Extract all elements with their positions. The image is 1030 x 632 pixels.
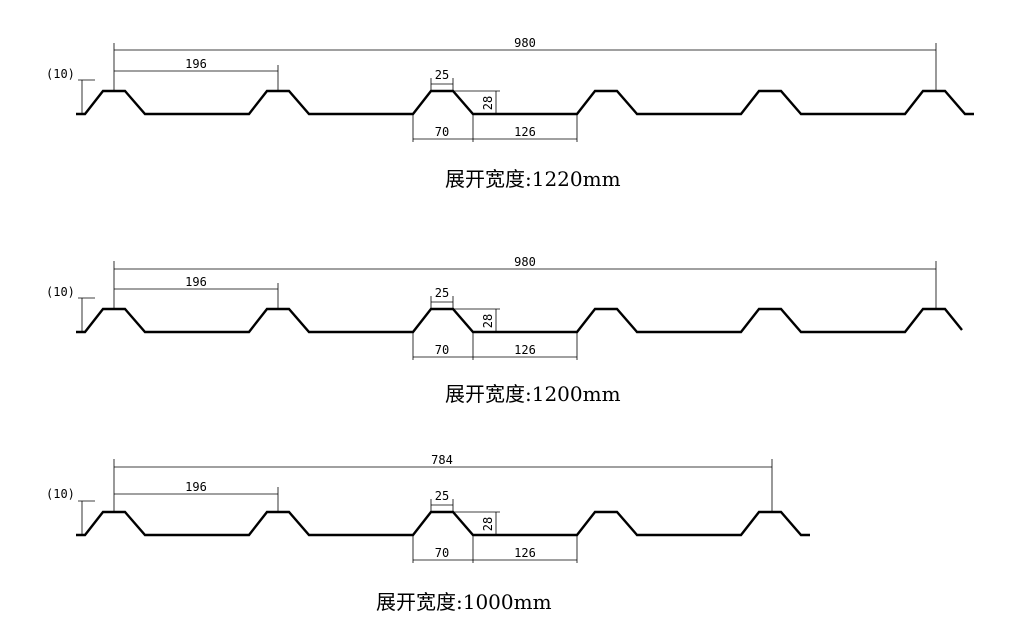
profile-1-height-dim: 28 bbox=[481, 96, 495, 110]
profile-2: 980 196 (10) 25 28 70 126 展开宽度:1200mm bbox=[46, 255, 963, 406]
profile-3-base-dim: 70 bbox=[435, 546, 449, 560]
profile-3-pitch-dim: 196 bbox=[185, 480, 207, 494]
profile-2-pitch-dim: 196 bbox=[185, 275, 207, 289]
profile-2-lip-dim: (10) bbox=[46, 285, 75, 299]
profile-2-outline bbox=[76, 307, 963, 334]
profile-3-trough-dim: 126 bbox=[514, 546, 536, 560]
profile-2-base-dim: 70 bbox=[435, 343, 449, 357]
profile-1-top-dim: 25 bbox=[435, 68, 449, 82]
profile-2-height-dim: 28 bbox=[481, 314, 495, 328]
profile-1: 980 196 (10) 25 28 70 126 展开宽度:1220mm bbox=[46, 36, 974, 191]
profile-2-overall-dim: 980 bbox=[514, 255, 536, 269]
profile-2-top-dim: 25 bbox=[435, 286, 449, 300]
profile-1-caption: 展开宽度:1220mm bbox=[445, 167, 621, 191]
profile-1-base-dim: 70 bbox=[435, 125, 449, 139]
profile-3-overall-dim: 784 bbox=[431, 453, 453, 467]
profile-3: 784 196 (10) 25 28 70 126 展开宽度:1000mm bbox=[46, 453, 810, 614]
profile-2-trough-dim: 126 bbox=[514, 343, 536, 357]
profile-1-overall-dim: 980 bbox=[514, 36, 536, 50]
profile-1-outline bbox=[76, 89, 974, 116]
profile-1-pitch-dim: 196 bbox=[185, 57, 207, 71]
profile-1-trough-dim: 126 bbox=[514, 125, 536, 139]
profile-1-lip-dim: (10) bbox=[46, 67, 75, 81]
profile-3-height-dim: 28 bbox=[481, 517, 495, 531]
profile-3-caption: 展开宽度:1000mm bbox=[376, 590, 552, 614]
profile-3-lip-dim: (10) bbox=[46, 487, 75, 501]
profile-3-top-dim: 25 bbox=[435, 489, 449, 503]
profile-2-caption: 展开宽度:1200mm bbox=[445, 382, 621, 406]
profile-3-outline bbox=[76, 510, 810, 537]
